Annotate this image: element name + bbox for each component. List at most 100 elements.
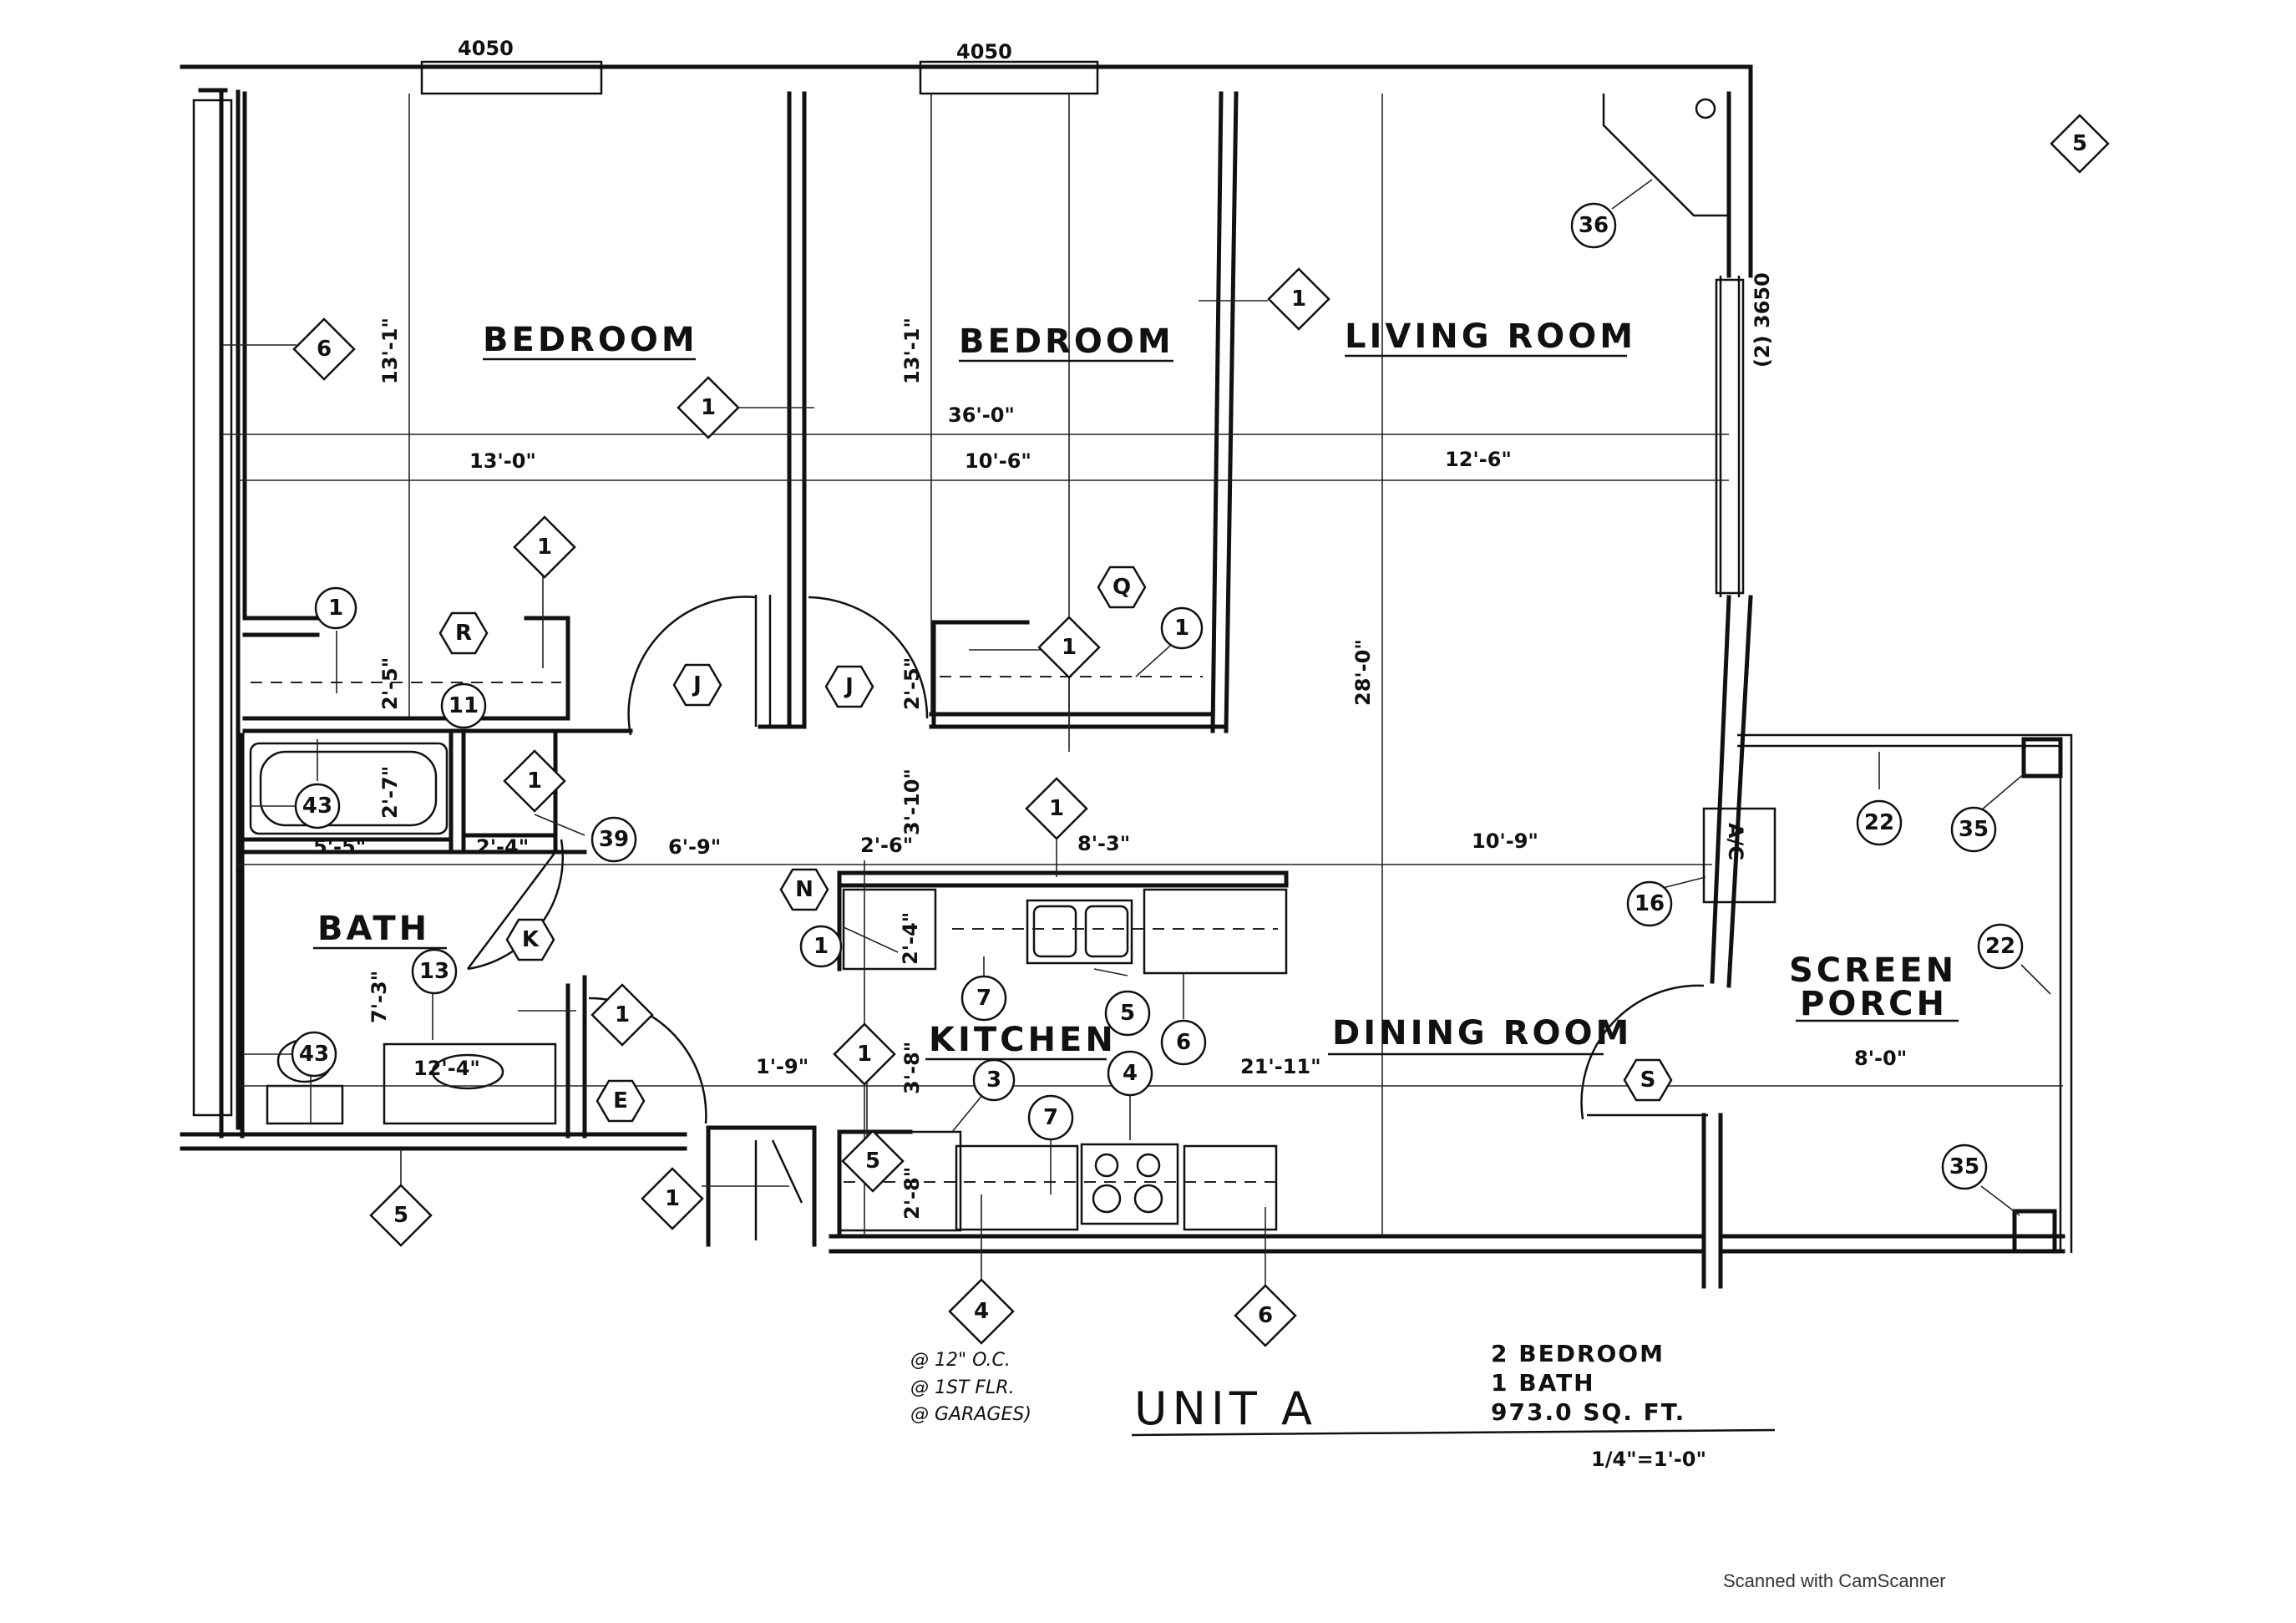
svg-text:6: 6: [1258, 1303, 1273, 1328]
diamond-tag: 1: [513, 515, 576, 579]
svg-text:5: 5: [2072, 131, 2087, 156]
dim-living-lower: 10'-9": [1472, 829, 1538, 853]
fixtures: [249, 94, 2063, 1254]
svg-text:5: 5: [1120, 1001, 1135, 1026]
general-notes: @ 12" O.C. @ 1ST FLR. @ GARAGES): [910, 1350, 1031, 1425]
note-line-3: @ GARAGES): [910, 1404, 1031, 1425]
exterior-walls: [180, 64, 2073, 1289]
diamond-tag: 6: [1234, 1284, 1297, 1347]
diamond-tag: 5: [369, 1184, 433, 1247]
dim-tub-depth: 2'-7": [378, 766, 402, 819]
dim-hall: 6'-9": [668, 835, 721, 859]
circle-tag: 7: [1027, 1094, 1074, 1141]
hexagon-tag: Q: [1097, 566, 1147, 609]
hexagon-tag: N: [779, 868, 829, 911]
circle-tag: 5: [1104, 990, 1151, 1037]
svg-text:Q: Q: [1113, 575, 1131, 600]
svg-text:1: 1: [615, 1002, 630, 1027]
svg-text:35: 35: [1959, 817, 1989, 842]
circle-tag: 1: [314, 586, 357, 630]
circle-tag: 6: [1160, 1019, 1207, 1066]
svg-text:4: 4: [974, 1299, 989, 1324]
svg-text:39: 39: [599, 827, 629, 852]
hexagon-tag: R: [438, 611, 489, 655]
room-labels: BEDROOM BEDROOM LIVING ROOM BATH KITCHEN…: [313, 317, 1959, 1061]
svg-text:16: 16: [1635, 891, 1665, 916]
svg-text:11: 11: [449, 693, 479, 718]
svg-text:J: J: [692, 672, 702, 697]
dim-overall-width: 36'-0": [948, 403, 1015, 427]
hexagon-tag: E: [596, 1079, 646, 1123]
svg-text:13: 13: [419, 959, 449, 984]
room-label-porch: PORCH: [1800, 985, 1948, 1023]
svg-text:6: 6: [1176, 1030, 1191, 1055]
svg-text:22: 22: [1864, 810, 1894, 835]
dim-hall-depth: 3'-10": [900, 768, 924, 835]
svg-text:1: 1: [1062, 635, 1077, 660]
svg-text:36: 36: [1579, 213, 1609, 238]
svg-text:43: 43: [299, 1042, 329, 1067]
ac-label: A/C: [1724, 823, 1747, 860]
diamond-tag: 1: [641, 1167, 704, 1230]
diamond-tag: 1: [1037, 616, 1101, 679]
circle-tag: 22: [1977, 923, 2024, 970]
room-label-bedroom-2: BEDROOM: [959, 322, 1174, 361]
diamond-tag: 6: [292, 317, 356, 381]
dim-counter-depth: 2'-8": [900, 1167, 924, 1220]
circle-tag: 3: [972, 1058, 1016, 1102]
svg-text:3: 3: [986, 1068, 1001, 1093]
svg-text:22: 22: [1985, 934, 2015, 959]
svg-text:7: 7: [1043, 1105, 1058, 1130]
dim-entry: 1'-9": [756, 1055, 808, 1078]
svg-text:43: 43: [302, 794, 332, 819]
dimension-labels: 4050 4050 (2) 3650 36'-0" 13'-0" 10'-6" …: [313, 37, 1907, 1220]
svg-text:E: E: [613, 1088, 628, 1113]
diamond-tag: 4: [948, 1278, 1015, 1345]
dim-linen: 2'-4": [476, 835, 529, 859]
diamond-tag: 1: [677, 376, 740, 439]
svg-text:R: R: [455, 621, 472, 646]
diamond-tag: 1: [1267, 267, 1330, 331]
circle-tag: 13: [411, 948, 458, 995]
circle-tag: 36: [1570, 202, 1617, 249]
dim-pantry-depth: 2'-4": [899, 912, 922, 965]
svg-text:1: 1: [328, 596, 343, 621]
interior-walls: [240, 91, 1289, 1239]
circle-tag: 22: [1856, 799, 1903, 846]
drawing-scale: 1/4"=1'-0": [1591, 1448, 1706, 1471]
hexagon-tag: J: [672, 663, 722, 707]
svg-text:5: 5: [865, 1149, 880, 1174]
svg-text:1: 1: [701, 395, 716, 420]
dim-bedroom1-depth: 13'-1": [378, 317, 402, 384]
circle-tag: 35: [1941, 1144, 1988, 1190]
svg-text:1: 1: [1049, 796, 1064, 821]
svg-text:J: J: [844, 674, 854, 699]
svg-text:K: K: [522, 927, 540, 952]
svg-text:1: 1: [1174, 616, 1189, 641]
circle-tag: 1: [799, 925, 843, 968]
svg-text:S: S: [1640, 1068, 1656, 1093]
dim-tub-width: 5'-5": [313, 835, 366, 859]
svg-text:1: 1: [527, 768, 542, 794]
svg-text:1: 1: [537, 535, 552, 560]
note-line-2: @ 1ST FLR.: [910, 1377, 1015, 1398]
diamond-tag: 5: [2050, 114, 2110, 174]
svg-text:1: 1: [857, 1042, 872, 1067]
dim-bedroom2-width: 10'-6": [965, 449, 1031, 473]
room-label-living-room: LIVING ROOM: [1345, 317, 1636, 356]
scanner-watermark: Scanned with CamScanner: [1723, 1570, 1946, 1591]
dim-window-right: (2) 3650: [1751, 272, 1774, 368]
svg-text:5: 5: [393, 1203, 408, 1228]
hexagon-tag: S: [1623, 1058, 1673, 1102]
svg-text:1: 1: [813, 934, 829, 959]
dim-kitchen-counter: 8'-3": [1077, 832, 1130, 855]
svg-text:4: 4: [1123, 1061, 1138, 1086]
circle-tag: 7: [960, 975, 1007, 1022]
dim-bedroom1-width: 13'-0": [469, 449, 536, 473]
hexagon-tag: J: [824, 665, 874, 708]
svg-text:1: 1: [1291, 287, 1306, 312]
windows: [192, 60, 1745, 1117]
circle-tag: 35: [1950, 806, 1997, 853]
title-block: UNIT A 2 BEDROOM 1 BATH 973.0 SQ. FT. 1/…: [1131, 1340, 1776, 1471]
diamond-tag: 1: [833, 1022, 896, 1086]
